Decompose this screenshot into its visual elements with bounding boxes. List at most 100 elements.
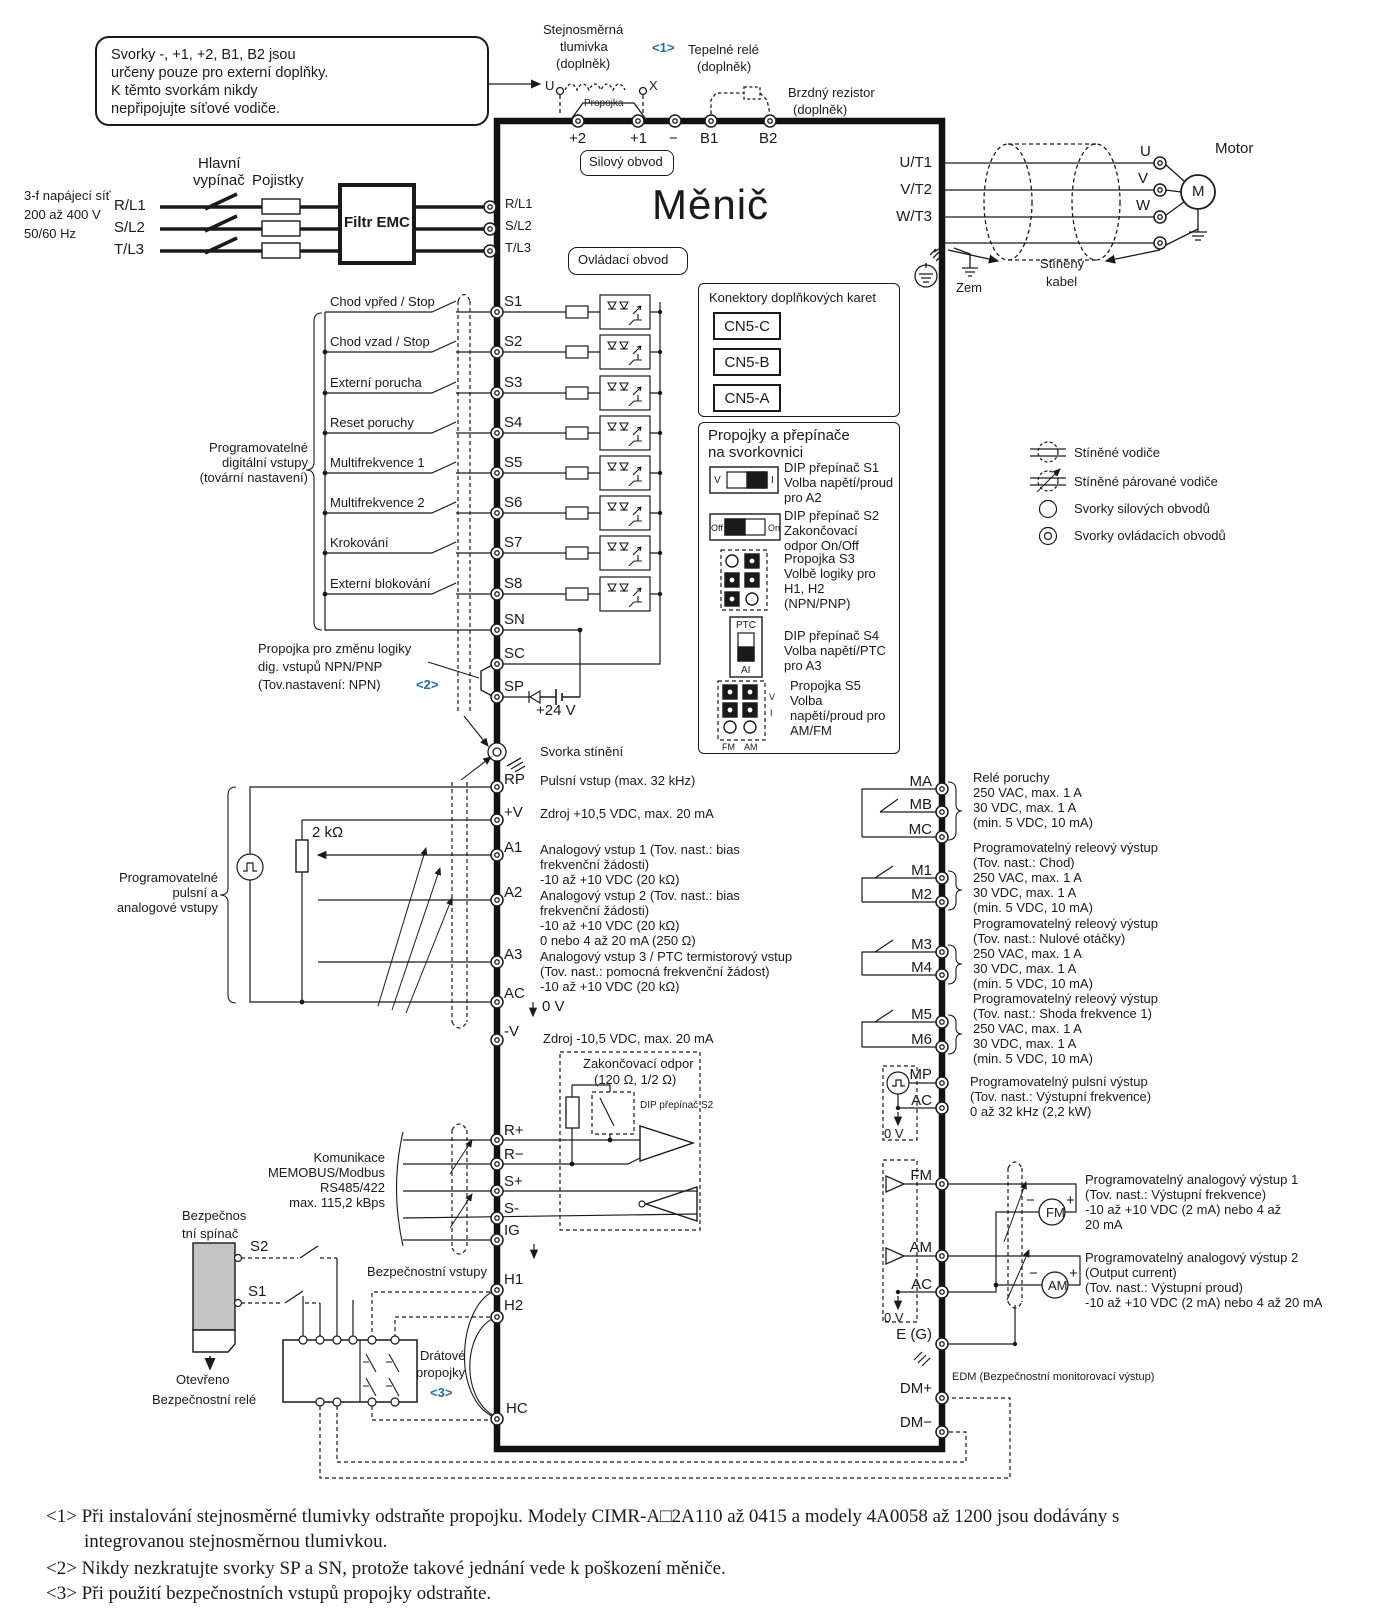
analog-group-label: Programovatelné pulsní a analogové vstup… xyxy=(117,870,218,915)
analog-group-line: Programovatelné xyxy=(119,870,218,885)
m12-desc-line: 250 VAC, max. 1 A xyxy=(973,870,1082,885)
footnote-ref-3: <3> xyxy=(430,1385,453,1400)
plus24v-label: +24 V xyxy=(536,702,576,719)
terminal-h1: H1 xyxy=(504,1271,524,1288)
s2-desc: DIP přepínač S2 Zakončovací odpor On/Off xyxy=(784,508,879,553)
shielded-cable-label: Stíněný xyxy=(1040,256,1085,271)
motor-w-label: W xyxy=(1136,197,1151,214)
terminal-hc: HC xyxy=(506,1400,528,1417)
s1-desc-line: DIP přepínač S1 xyxy=(784,460,880,475)
am-desc-line: (Tov. nast.: Výstupní proud) xyxy=(1085,1280,1243,1295)
pulse-desc-line: Programovatelný pulsní výstup xyxy=(970,1074,1148,1089)
shield-terminal-label: Svorka stínění xyxy=(540,744,624,759)
terminal-p1: +1 xyxy=(630,130,648,147)
legend-control-terminals: Svorky ovládacích obvodů xyxy=(1074,528,1226,543)
terminal-s7: S7 xyxy=(504,534,523,551)
m56-desc-line: (min. 5 VDC, 10 mA) xyxy=(973,1051,1093,1066)
a1-desc-line: -10 až +10 VDC (20 kΩ) xyxy=(540,872,680,887)
terminal-wt3: W/T3 xyxy=(896,208,932,225)
m34-desc-line: 30 VDC, max. 1 A xyxy=(973,961,1077,976)
zem-label: Zem xyxy=(956,280,982,295)
s5-desc-line: AM/FM xyxy=(790,723,832,738)
pulse-desc-line: (Tov. nast.: Výstupní frekvence) xyxy=(970,1089,1152,1104)
emc-filter-label: Filtr EMC xyxy=(344,214,410,231)
cn5-b-slot: CN5-B xyxy=(713,348,781,376)
pulse-desc-line: 0 až 32 kHz (2,2 kW) xyxy=(970,1104,1092,1119)
terminal-am: AM xyxy=(909,1239,933,1256)
motor-v-label: V xyxy=(1138,170,1149,187)
terminal-b2: B2 xyxy=(759,130,778,147)
m56-desc-line: 250 VAC, max. 1 A xyxy=(973,1021,1082,1036)
rp-desc: Pulsní vstup (max. 32 kHz) xyxy=(540,773,696,788)
m12-desc-line: Programovatelný releový výstup xyxy=(973,840,1158,855)
di-group-line: Programovatelné xyxy=(209,440,308,455)
fm-desc-line: -10 až +10 VDC (2 mA) nebo 4 až xyxy=(1085,1202,1282,1217)
s3-desc: Propojka S3 Volbě logiky pro H1, H2 (NPN… xyxy=(784,551,876,611)
analog-inputs xyxy=(219,756,538,1047)
terminal-m5: M5 xyxy=(911,1006,932,1023)
fm-desc-line: 20 mA xyxy=(1085,1217,1123,1232)
terminal-m4: M4 xyxy=(911,959,932,976)
ovladaci-obvod-box: Ovládací obvod xyxy=(568,247,688,275)
option-cards-box: Konektory doplňkových karet CN5-C CN5-B … xyxy=(698,283,900,417)
footnote-1: <1> Při instalování stejnosměrné tlumivk… xyxy=(46,1506,1120,1527)
s2-off-label: Off xyxy=(711,523,723,533)
shielded-cable-label: kabel xyxy=(1046,274,1078,289)
footnote-2: <2> Nikdy nezkratujte svorky SP a SN, pr… xyxy=(46,1558,726,1579)
s1-desc: DIP přepínač S1 Volba napětí/proud pro A… xyxy=(784,460,893,505)
terminal-sminus: S- xyxy=(504,1200,519,1217)
terminal-a2: A2 xyxy=(504,884,523,901)
wire-jumper-label: Drátové xyxy=(420,1348,466,1363)
di-label-s1: Chod vpřed / Stop xyxy=(330,294,435,309)
safety-inputs-label: Bezpečnostní vstupy xyxy=(367,1264,487,1279)
footnote-3: <3> Při použití bezpečnostních vstupů pr… xyxy=(46,1583,492,1604)
dc-choke-label: tlumivka xyxy=(560,39,608,54)
m34-desc-line: (min. 5 VDC, 10 mA) xyxy=(973,976,1093,991)
terminal-m1: M1 xyxy=(911,862,932,879)
s3-desc-line: Propojka S3 xyxy=(784,551,855,566)
terminal-eg: E (G) xyxy=(896,1326,932,1343)
s1-i-label: I xyxy=(771,475,774,486)
comm-label-line: Komunikace xyxy=(313,1150,385,1165)
footnote-ref-1: <1> xyxy=(652,40,675,55)
terminal-minus: − xyxy=(669,130,678,147)
s5-desc-line: Volba xyxy=(790,693,823,708)
comm-label-line: RS485/422 xyxy=(319,1180,385,1195)
fm-desc: Programovatelný analogový výstup 1 (Tov.… xyxy=(1085,1172,1298,1232)
am-0v-label: 0 V xyxy=(884,1310,904,1325)
di-group-line: digitální vstupy xyxy=(222,455,308,470)
phase-s-label: S/L2 xyxy=(114,219,145,236)
m56-desc-line: Programovatelný releový výstup xyxy=(973,991,1158,1006)
terminal-ig: IG xyxy=(504,1222,520,1239)
terminal-a1: A1 xyxy=(504,839,523,856)
am-minus: − xyxy=(1029,1265,1038,1282)
note-line: určeny pouze pro externí doplňky. xyxy=(111,65,329,81)
am-desc-line: -10 až +10 VDC (2 mA) nebo 4 až 20 mA xyxy=(1085,1295,1323,1310)
a2-desc-line: frekvenční žádosti) xyxy=(540,903,650,918)
fuses-label: Pojistky xyxy=(252,172,304,189)
terminal-rp: RP xyxy=(504,771,525,788)
s5-i-label: I xyxy=(770,708,773,718)
pot-label: 2 kΩ xyxy=(312,824,344,841)
s5-desc-line: napětí/proud pro xyxy=(790,708,886,723)
motor-label: Motor xyxy=(1215,140,1254,157)
wire-jumper-label: propojky xyxy=(416,1365,466,1380)
terminal-sl2: S/L2 xyxy=(505,218,532,233)
am-plus: + xyxy=(1069,1265,1078,1282)
a1-desc: Analogový vstup 1 (Tov. nast.: bias frek… xyxy=(540,842,740,887)
di-junctions xyxy=(322,349,328,597)
phase-t-label: T/L3 xyxy=(114,241,145,258)
analog-0v-label: 0 V xyxy=(542,998,565,1015)
s1-desc-line: Volba napětí/proud xyxy=(784,475,894,490)
terminal-rplus: R+ xyxy=(504,1122,524,1139)
am-desc-line: (Output current) xyxy=(1085,1265,1177,1280)
breaker-label: vypínač xyxy=(193,172,245,189)
s5-v-label: V xyxy=(769,692,776,702)
legend-icons xyxy=(1030,441,1066,546)
motor-u-label: U xyxy=(1140,143,1151,160)
m34-desc-line: 250 VAC, max. 1 A xyxy=(973,946,1082,961)
s2-desc-line: Zakončovací xyxy=(784,523,858,538)
terminal-sc: SC xyxy=(504,645,525,662)
